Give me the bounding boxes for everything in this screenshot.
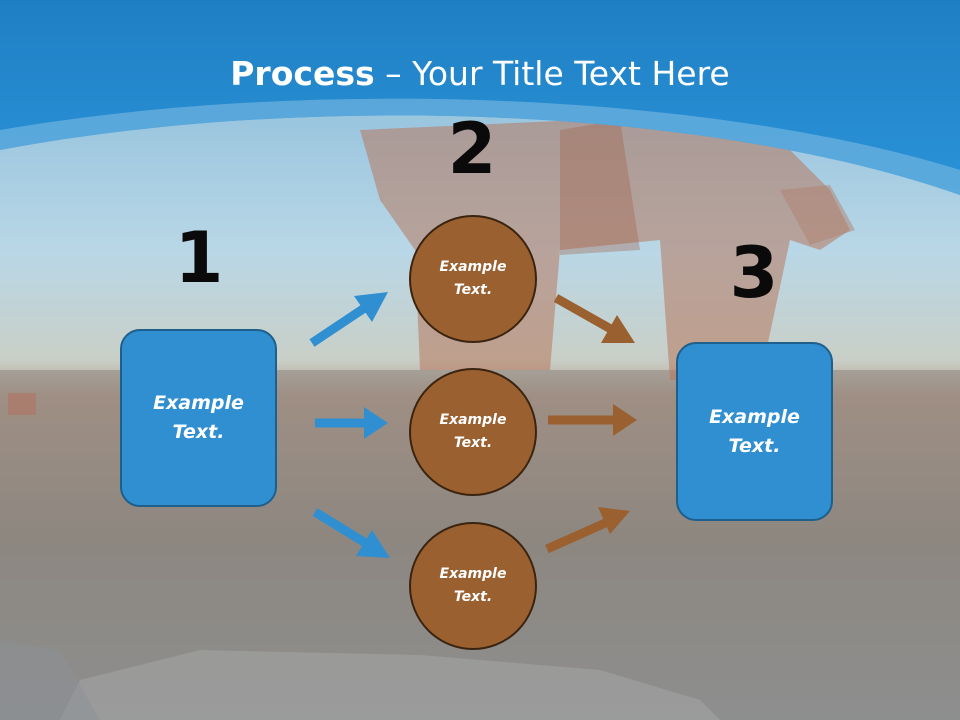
step-3-box[interactable]: Example Text. [676,342,833,521]
step-number-1: 1 [174,217,224,299]
arrow-brown-up [545,507,630,554]
arrow-blue-up [309,292,388,347]
step-2-text-top: Example Text. [439,259,507,298]
step-2-text-bottom: Example Text. [439,566,507,605]
step-number-3: 3 [729,232,779,314]
arrow-blue-down [312,508,390,558]
step-1-box[interactable]: Example Text. [120,329,277,507]
step-number-2: 2 [447,108,497,190]
title-bold: Process [230,54,375,93]
title-rest: – Your Title Text Here [374,54,730,93]
step-2-circle-top[interactable]: Example Text. [409,215,537,343]
arrow-brown-down [553,294,635,343]
arrow-brown-right [548,404,637,436]
step-1-text: Example Text. [153,392,244,443]
step-3-text: Example Text. [709,405,800,457]
step-2-circle-middle[interactable]: Example Text. [409,368,537,496]
arrow-blue-right [315,407,388,439]
step-2-circle-bottom[interactable]: Example Text. [409,522,537,650]
step-2-text-middle: Example Text. [439,412,507,451]
slide-title: Process – Your Title Text Here [0,52,960,96]
